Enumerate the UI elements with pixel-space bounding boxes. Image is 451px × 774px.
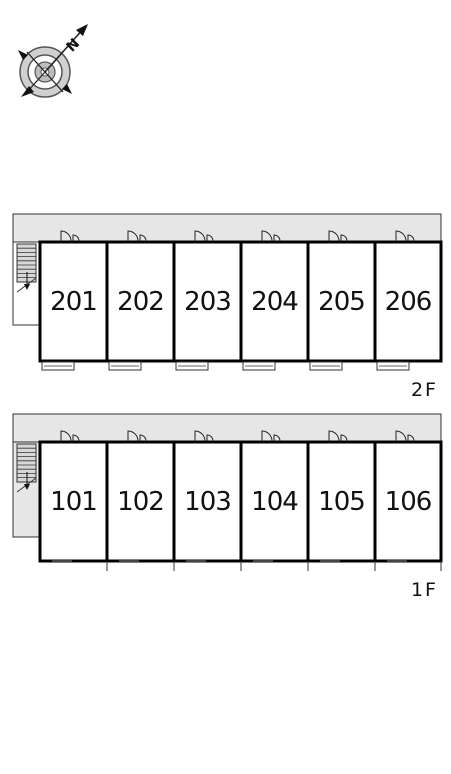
unit-203: 203	[172, 230, 232, 371]
floor-label: 2F	[411, 379, 438, 401]
door-icon	[127, 430, 147, 442]
door-icon	[60, 430, 80, 442]
door-icon	[328, 230, 348, 242]
door-icon	[328, 430, 348, 442]
unit-number: 103	[184, 487, 231, 517]
compass-north-label: N	[64, 36, 84, 56]
unit-number: 106	[385, 487, 432, 517]
unit-number: 205	[318, 287, 365, 317]
unit-201: 201	[41, 230, 98, 371]
unit-number: 206	[385, 287, 432, 317]
door-icon	[194, 430, 214, 442]
compass-icon	[18, 24, 88, 98]
unit-number: 102	[117, 487, 164, 517]
door-icon	[395, 230, 415, 242]
unit-104: 104	[239, 430, 309, 571]
unit-106: 106	[373, 430, 442, 571]
unit-103: 103	[172, 430, 242, 571]
corridor	[12, 213, 442, 243]
door-icon	[60, 230, 80, 242]
door-icon	[194, 230, 214, 242]
unit-101: 101	[50, 430, 108, 571]
unit-number: 104	[251, 487, 298, 517]
unit-number: 202	[117, 287, 164, 317]
unit-102: 102	[105, 430, 175, 571]
unit-205: 205	[306, 230, 366, 371]
floor-1-plan: 101 102 103 104 105 106 1F	[12, 413, 443, 601]
door-icon	[127, 230, 147, 242]
staircase	[16, 443, 37, 493]
staircase	[16, 243, 37, 293]
unit-number: 203	[184, 287, 231, 317]
unit-204: 204	[239, 230, 299, 371]
door-icon	[261, 230, 281, 242]
unit-105: 105	[306, 430, 376, 571]
unit-202: 202	[105, 230, 165, 371]
floor-label: 1F	[411, 579, 438, 601]
door-icon	[395, 430, 415, 442]
door-icon	[261, 430, 281, 442]
corridor	[12, 413, 442, 443]
unit-number: 201	[50, 287, 97, 317]
unit-number: 105	[318, 487, 365, 517]
floor-2-plan: 201 202 203 204 205 206 2F	[12, 213, 443, 401]
unit-number: 204	[251, 287, 298, 317]
unit-206: 206	[373, 230, 432, 371]
unit-number: 101	[50, 487, 97, 517]
